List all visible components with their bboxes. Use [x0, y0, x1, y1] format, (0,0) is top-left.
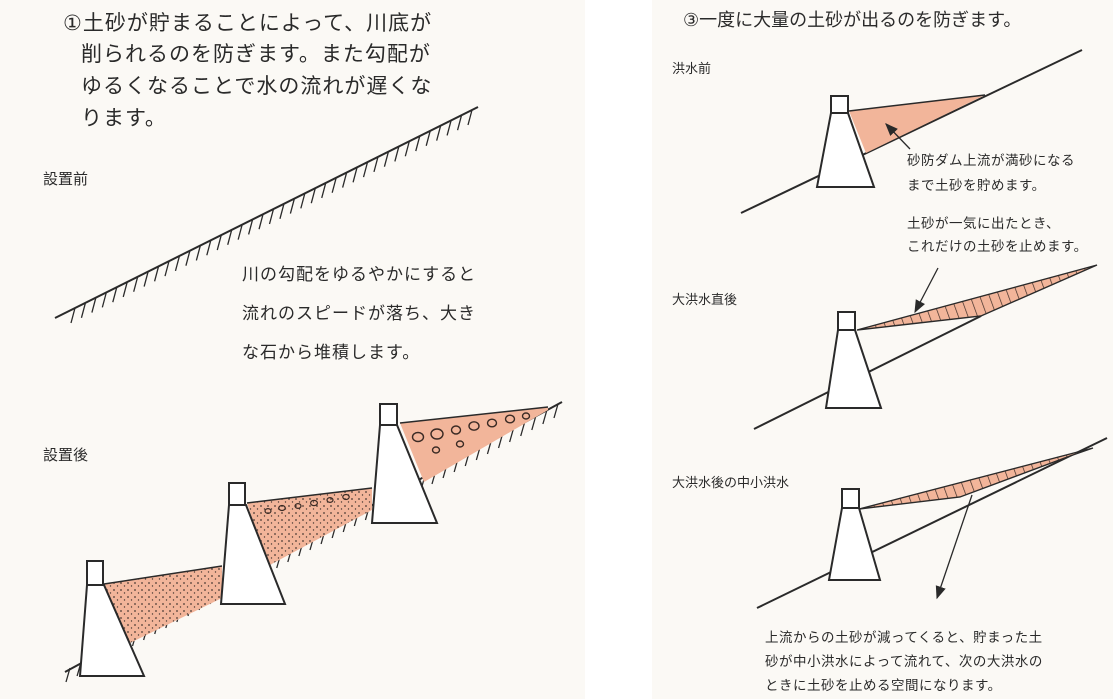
hatch-tick	[247, 219, 254, 235]
sediment-wedge-2	[246, 487, 373, 566]
sediment-stage2	[856, 264, 1098, 331]
hatch-tick	[174, 255, 181, 272]
slope-stage1	[740, 49, 1083, 214]
hatch-tick	[404, 141, 410, 157]
sediment-wedge-3	[399, 406, 549, 482]
hatch-tick	[227, 229, 233, 246]
hatch-tick	[112, 286, 118, 303]
hatch-tick	[122, 281, 128, 298]
label-stage1: 洪水前	[672, 62, 712, 77]
hatch-tick	[321, 182, 327, 199]
hatch-tick	[542, 409, 548, 425]
left-note-line-2: 流れのスピードが落ち、大き	[242, 304, 476, 324]
dam-left-2	[219, 482, 287, 605]
hatch-tick	[531, 415, 537, 431]
hatch-tick	[467, 109, 473, 126]
label-stage2: 大洪水直後	[672, 293, 738, 308]
arrow-stage1	[885, 123, 911, 150]
hatch-tick	[289, 198, 296, 214]
hatch-tick	[237, 224, 243, 240]
hatch-tick	[206, 240, 212, 256]
stage2-note-line-1: 土砂が一気に出たとき、	[907, 216, 1061, 232]
left-note-line-1: 川の勾配をゆるやかにすると	[242, 265, 477, 285]
sediment-stage1	[848, 94, 986, 153]
hatch-tick	[279, 203, 285, 219]
stage2-note-line-2: これだけの土砂を止めます。	[907, 239, 1088, 255]
hatch-tick	[268, 208, 275, 225]
stage3-note-line-1: 上流からの土砂が減ってくると、貯まった土	[765, 630, 1043, 646]
hatch-tick	[342, 172, 348, 188]
hatch-tick	[164, 260, 170, 277]
hatch-tick	[143, 271, 149, 287]
dam-stage2	[824, 311, 883, 409]
hatch-tick	[91, 297, 97, 313]
hatch-tick	[258, 214, 264, 230]
hatch-tick	[446, 120, 452, 136]
left-heading-line-4: ります。	[81, 106, 167, 130]
slope-stage3	[756, 437, 1108, 609]
hatch-tick	[362, 161, 369, 178]
hatch-tick	[415, 135, 421, 152]
hatch-tick	[185, 250, 191, 266]
hatch-tick	[425, 130, 431, 147]
label-stage3: 大洪水後の中小洪水	[672, 476, 790, 491]
hatch-tick	[352, 167, 358, 183]
hatch-tick	[65, 667, 71, 683]
left-heading-line-2: 削られるのを防ぎます。また勾配が	[81, 42, 431, 66]
hatch-tick	[216, 234, 222, 251]
dam-left-3	[370, 403, 439, 524]
hatch-tick	[133, 276, 139, 292]
dam-left-1	[78, 560, 146, 677]
arrow-stage3	[935, 494, 973, 600]
hatch-tick	[153, 266, 160, 282]
hatch-tick	[394, 146, 400, 162]
slope-before	[54, 106, 479, 324]
left-heading-line-3: ゆるくなることで水の流れが遅くな	[81, 74, 433, 98]
hatch-tick	[520, 421, 526, 437]
hatch-tick	[195, 245, 201, 261]
hatch-tick	[331, 177, 337, 193]
hatch-tick	[80, 302, 87, 318]
hatch-tick	[310, 187, 316, 204]
dam-stage1	[815, 95, 876, 188]
hatch-tick	[436, 125, 442, 141]
hatch-tick	[300, 193, 306, 209]
hatch-tick	[70, 307, 76, 324]
left-heading-line-1: ①土砂が貯まることによって、川底が	[63, 11, 433, 35]
hatch-tick	[456, 115, 463, 131]
arrow-stage2	[914, 267, 939, 314]
label-before: 設置前	[43, 170, 89, 188]
sediment-stage3	[858, 447, 1094, 510]
hatch-tick	[553, 403, 559, 419]
hatch-tick	[383, 151, 390, 167]
stage3-note-line-3: ときに土砂を止める空間になります。	[765, 678, 1002, 694]
label-after: 設置後	[43, 446, 89, 464]
stage1-note-line-1: 砂防ダム上流が満砂になる	[907, 153, 1075, 169]
stage1-note-line-2: まで土砂を貯めます。	[907, 178, 1046, 194]
dam-stage3	[827, 488, 882, 581]
sediment-wedge-1	[103, 565, 223, 643]
hatch-tick	[373, 156, 379, 173]
right-heading: ③一度に大量の土砂が出るのを防ぎます。	[683, 10, 1022, 31]
left-note-line-3: な石から堆積します。	[242, 343, 421, 363]
stage3-note-line-2: 砂が中小洪水によって流れて、次の大洪水の	[765, 654, 1043, 670]
hatch-tick	[101, 292, 107, 308]
